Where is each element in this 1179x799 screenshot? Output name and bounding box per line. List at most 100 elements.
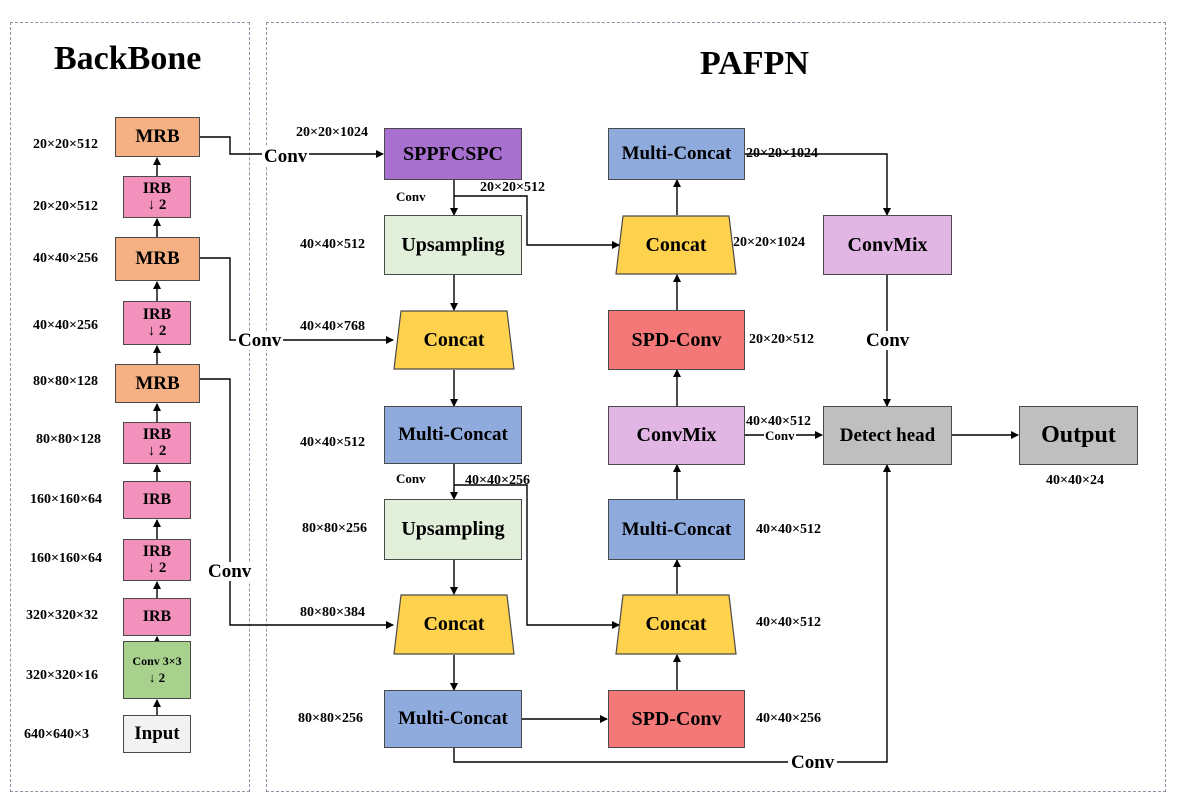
conv-label-convmix-2: Conv (864, 330, 912, 351)
concat-label: Concat (423, 328, 485, 351)
convmix-label: ConvMix (636, 424, 717, 446)
dim-irb-3: 160×160×64 (30, 492, 102, 507)
detect-head-node: Detect head (823, 406, 952, 465)
multi-concat-node-4: Multi-Concat (608, 128, 745, 180)
convmix-label: ConvMix (847, 233, 928, 256)
dim-concat-3: 40×40×512 (756, 615, 821, 630)
multi-concat-node-2: Multi-Concat (384, 690, 522, 748)
irb-downsample: ↓ 2 (147, 442, 167, 459)
irb-node-4: IRB↓ 2 (123, 422, 191, 464)
dim-mrb-1: 80×80×128 (33, 374, 98, 389)
mrb-node-1: MRB (115, 364, 200, 403)
mrb-label: MRB (135, 248, 180, 270)
multi-concat-label: Multi-Concat (398, 708, 508, 730)
output-label: Output (1041, 421, 1116, 448)
spd-conv-node-1: SPD-Conv (608, 690, 745, 748)
spd-conv-label: SPD-Conv (631, 707, 722, 730)
conv3x3-node: Conv 3×3↓ 2 (123, 641, 191, 699)
dim-concat-1: 40×40×768 (300, 319, 365, 334)
multi-concat-label: Multi-Concat (621, 518, 732, 540)
conv-label-bottom: Conv (788, 753, 838, 772)
spd-conv-label: SPD-Conv (631, 328, 722, 351)
pafpn-title: PAFPN (700, 45, 809, 82)
upsampling-node-2: Upsampling (384, 499, 522, 560)
convmix-node-2: ConvMix (823, 215, 952, 275)
backbone-panel (10, 22, 250, 792)
concat-label: Concat (423, 613, 485, 635)
irb-downsample: ↓ 2 (147, 196, 167, 213)
dim-irb-2: 160×160×64 (30, 551, 102, 566)
dim-input: 640×640×3 (24, 727, 89, 742)
irb-node-2: IRB↓ 2 (123, 539, 191, 581)
irb-node-3: IRB (123, 481, 191, 519)
concat-shape (393, 310, 515, 370)
mrb-node-2: MRB (115, 237, 200, 281)
mrb-label: MRB (135, 126, 180, 148)
dim-upsampling-2: 80×80×256 (302, 521, 367, 536)
irb-downsample: ↓ 2 (147, 322, 167, 339)
conv-label-mrb2: Conv (236, 330, 284, 351)
irb-label: IRB (142, 179, 172, 197)
dim-multi-concat-1-out: 40×40×256 (465, 473, 530, 488)
concat-label: Concat (645, 613, 707, 635)
irb-label: IRB (142, 490, 172, 508)
concat-node-3: Concat (615, 594, 737, 655)
upsampling-node-1: Upsampling (384, 215, 522, 275)
dim-mrb-3: 20×20×512 (33, 137, 98, 152)
multi-concat-label: Multi-Concat (621, 143, 732, 165)
dim-irb-1: 320×320×32 (26, 608, 98, 623)
conv3x3-label: Conv 3×3 (132, 654, 182, 669)
dim-irb-5: 40×40×256 (33, 318, 98, 333)
irb-node-1: IRB (123, 598, 191, 636)
irb-downsample: ↓ 2 (147, 559, 167, 576)
dim-irb-4: 80×80×128 (36, 432, 101, 447)
dim-irb-6: 20×20×512 (33, 199, 98, 214)
mrb-label: MRB (135, 372, 180, 394)
conv-label-multi-concat-1: Conv (396, 471, 426, 486)
dim-multi-concat-1: 40×40×512 (300, 435, 365, 450)
dim-upsampling-1: 40×40×512 (300, 237, 365, 252)
multi-concat-node-3: Multi-Concat (608, 499, 745, 560)
concat-shape (393, 594, 515, 655)
dim-sppf-out: 20×20×512 (480, 180, 545, 195)
concat-shape (615, 215, 737, 275)
multi-concat-node-1: Multi-Concat (384, 406, 522, 464)
convmix-node-1: ConvMix (608, 406, 745, 465)
concat-node-1: Concat (393, 310, 515, 370)
concat-node-4: Concat (615, 215, 737, 275)
conv-label-convmix-1: Conv (764, 428, 796, 443)
dim-multi-concat-4: 20×20×1024 (746, 146, 818, 161)
upsampling-label: Upsampling (401, 233, 505, 256)
irb-node-5: IRB↓ 2 (123, 301, 191, 345)
irb-label: IRB (142, 425, 172, 443)
dim-spd-conv-2: 20×20×512 (749, 332, 814, 347)
conv-label-mrb1: Conv (206, 561, 254, 582)
dim-multi-concat-2: 80×80×256 (298, 711, 363, 726)
input-label: Input (134, 723, 180, 745)
dim-multi-concat-3: 40×40×512 (756, 522, 821, 537)
concat-shape (615, 594, 737, 655)
dim-convmix-1: 40×40×512 (746, 414, 811, 429)
mrb-node-3: MRB (115, 117, 200, 157)
pafpn-panel (266, 22, 1166, 792)
dim-output: 40×40×24 (1046, 473, 1104, 488)
dim-sppf-in: 20×20×1024 (296, 125, 368, 140)
dim-concat-2: 80×80×384 (300, 605, 365, 620)
detect-head-label: Detect head (839, 424, 936, 446)
sppfcspc-label: SPPFCSPC (403, 142, 503, 165)
irb-node-6: IRB↓ 2 (123, 176, 191, 218)
sppfcspc-node: SPPFCSPC (384, 128, 522, 180)
multi-concat-label: Multi-Concat (398, 424, 508, 446)
input-node: Input (123, 715, 191, 753)
upsampling-label: Upsampling (401, 518, 505, 540)
spd-conv-node-2: SPD-Conv (608, 310, 745, 370)
conv-label-mrb3: Conv (262, 146, 310, 167)
conv3x3-downsample: ↓ 2 (148, 669, 166, 685)
conv-label-sppf: Conv (396, 189, 426, 204)
dim-conv3x3: 320×320×16 (26, 668, 98, 683)
backbone-title: BackBone (54, 40, 202, 77)
concat-node-2: Concat (393, 594, 515, 655)
irb-label: IRB (142, 542, 172, 560)
